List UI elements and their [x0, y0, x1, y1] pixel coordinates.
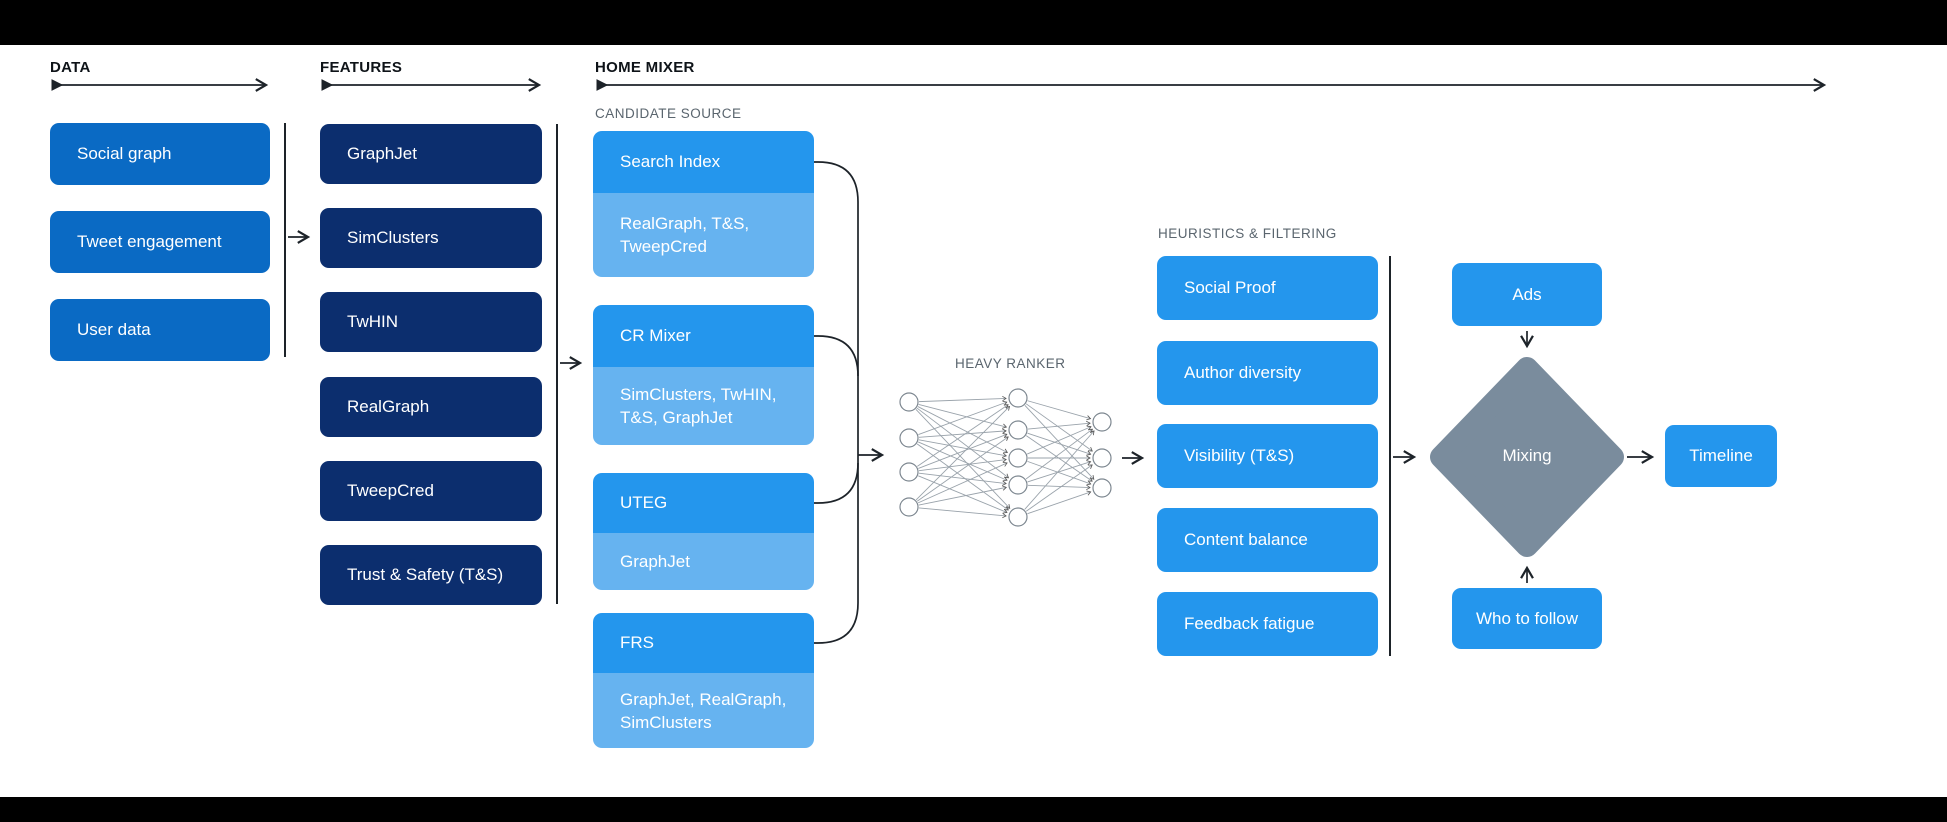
candidate-group-search-index: Search Index RealGraph, T&S, TweepCred	[593, 131, 814, 277]
data-section-heading: DATA	[50, 59, 91, 76]
candidate-features-used: RealGraph, T&S, TweepCred	[593, 193, 814, 277]
search-index-connector	[814, 161, 859, 203]
candidate-group-cr-mixer: CR Mixer SimClusters, TwHIN, T&S, GraphJ…	[593, 305, 814, 445]
node-social-graph: Social graph	[50, 123, 270, 185]
node-twhin: TwHIN	[320, 292, 542, 352]
mixing-diamond-shape	[1430, 357, 1624, 557]
candidate-name: Search Index	[593, 131, 814, 193]
node-simclusters: SimClusters	[320, 208, 542, 268]
node-visibility-ts: Visibility (T&S)	[1157, 424, 1378, 488]
heuristics-filtering-label: HEURISTICS & FILTERING	[1158, 226, 1337, 241]
node-feedback-fatigue: Feedback fatigue	[1157, 592, 1378, 656]
candidate-features-used: GraphJet, RealGraph, SimClusters	[593, 673, 814, 748]
flow-arrows	[288, 161, 1655, 644]
node-social-proof: Social Proof	[1157, 256, 1378, 320]
candidate-name: UTEG	[593, 473, 814, 533]
node-tweet-engagement: Tweet engagement	[50, 211, 270, 273]
candidate-features-used: SimClusters, TwHIN, T&S, GraphJet	[593, 367, 814, 445]
node-realgraph: RealGraph	[320, 377, 542, 437]
divider-lines	[284, 123, 1391, 656]
home-mixer-section-heading: HOME MIXER	[595, 59, 695, 76]
node-tweepcred: TweepCred	[320, 461, 542, 521]
candidate-name: FRS	[593, 613, 814, 673]
node-trust-safety: Trust & Safety (T&S)	[320, 545, 542, 605]
heavy-ranker-network-icon	[899, 388, 1112, 527]
node-content-balance: Content balance	[1157, 508, 1378, 572]
bottom-letterbox-bar	[0, 797, 1947, 822]
top-letterbox-bar	[0, 0, 1947, 45]
candidate-features-used: GraphJet	[593, 533, 814, 590]
node-ads: Ads	[1452, 263, 1602, 326]
uteg-connector	[814, 462, 859, 504]
node-who-to-follow: Who to follow	[1452, 588, 1602, 649]
features-section-heading: FEATURES	[320, 59, 403, 76]
candidate-name: CR Mixer	[593, 305, 814, 367]
node-author-diversity: Author diversity	[1157, 341, 1378, 405]
frs-connector	[814, 602, 859, 644]
node-user-data: User data	[50, 299, 270, 361]
heavy-ranker-label: HEAVY RANKER	[955, 356, 1066, 371]
node-timeline: Timeline	[1665, 425, 1777, 487]
candidate-group-frs: FRS GraphJet, RealGraph, SimClusters	[593, 613, 814, 748]
candidate-source-label: CANDIDATE SOURCE	[595, 106, 742, 121]
node-graphjet: GraphJet	[320, 124, 542, 184]
mixing-diamond-label: Mixing	[1502, 446, 1552, 465]
cr-mixer-connector	[814, 335, 859, 377]
candidate-group-uteg: UTEG GraphJet	[593, 473, 814, 590]
